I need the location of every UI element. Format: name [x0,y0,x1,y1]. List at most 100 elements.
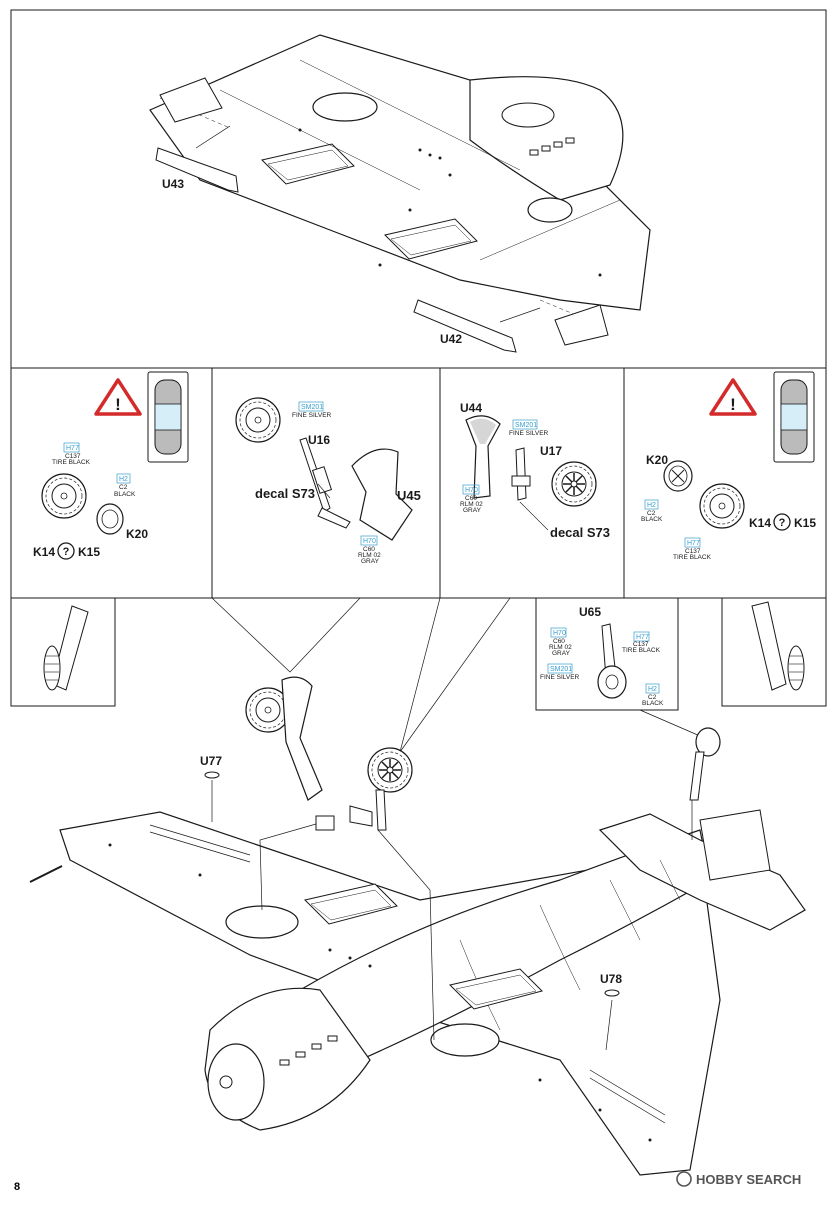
tailwheel-u65 [597,623,627,699]
paint-ref-tire-left: H77 C137 TIRE BLACK [52,442,91,466]
svg-text:?: ? [779,517,786,529]
tail-fin [699,809,771,881]
svg-text:C60: C60 [363,546,375,553]
svg-text:K14: K14 [33,545,55,559]
part-label-u43: U43 [162,177,184,191]
paint-ref-cover-right: H70 C60 RLM 02 GRAY [460,484,483,514]
svg-text:SM201: SM201 [301,404,323,411]
part-label-u42: U42 [440,332,462,346]
svg-text:C60: C60 [553,638,565,645]
wheel-u17-assembly [551,461,597,507]
wheel-choice-left: K14 ? K15 [33,542,100,560]
part-label-u44: U44 [460,401,482,415]
paint-ref-tire-right: H77 C137 TIRE BLACK [673,537,712,561]
svg-text:TIRE BLACK: TIRE BLACK [52,459,91,466]
svg-text:SM201: SM201 [550,666,572,673]
part-label-u65: U65 [579,605,601,619]
right-inset-strut-detail [751,601,805,691]
part-label-k20-left: K20 [126,527,148,541]
svg-text:K15: K15 [794,516,816,530]
warning-sign-right: ! [709,378,757,416]
horizontal-stabilizer [598,813,806,931]
cover-u45 [351,448,413,541]
paint-ref-cover-left: H70 C60 RLM 02 GRAY [358,535,381,565]
detail-inset-left [147,371,189,463]
middle-row-frame [10,367,827,599]
warning-mark-left: ! [115,395,121,414]
strut-u17 [511,447,531,501]
right-strut-panel: U44 U17 decal S73 SM201 FINE SILVER H70 … [460,401,610,540]
paint-ref-tail-hub: H2 C2 BLACK [642,683,664,707]
part-u78: U78 [600,972,622,997]
part-label-k20-right: K20 [646,453,668,467]
top-panel-airframe [149,34,651,346]
paint-ref-tail-tire: H77 C137 TIRE BLACK [622,631,661,654]
svg-text:H2: H2 [648,686,657,693]
part-label-u78: U78 [600,972,622,986]
warning-sign-left: ! [94,378,142,416]
cover-u44 [465,415,501,499]
svg-text:C137: C137 [65,453,81,460]
assembly-guide-lines [211,780,693,1051]
svg-text:SM201: SM201 [515,422,537,429]
part-label-u16: U16 [308,433,330,447]
main-wheel-right [699,483,745,529]
svg-text:C60: C60 [465,495,477,502]
svg-text:C137: C137 [685,548,701,555]
right-wheel-panel: ! K20 H2 C2 BLACK H77 C137 TIRE BLACK K1… [641,371,816,561]
wheel-u16-assembly [235,397,281,443]
svg-text:RLM 02: RLM 02 [460,501,483,508]
main-view-tailwheel [689,727,721,801]
part-label-u45: U45 [397,488,421,503]
svg-text:H70: H70 [465,487,478,494]
svg-text:C2: C2 [648,694,657,701]
svg-text:C2: C2 [647,510,656,517]
watermark-text: HOBBY SEARCH [696,1172,801,1187]
paint-ref-tail-strut: H70 C60 RLM 02 GRAY [549,627,572,657]
svg-text:GRAY: GRAY [463,507,482,514]
svg-text:FINE SILVER: FINE SILVER [540,674,580,681]
svg-text:RLM 02: RLM 02 [358,552,381,559]
part-label-u77: U77 [200,754,222,768]
paint-ref-strut-left: SM201 FINE SILVER [292,401,332,419]
svg-text:K14: K14 [749,516,771,530]
svg-text:FINE SILVER: FINE SILVER [509,430,549,437]
detail-inset-right [773,371,815,463]
paint-ref-hub-right: H2 C2 BLACK [641,499,663,523]
svg-text:C2: C2 [119,484,128,491]
svg-text:GRAY: GRAY [361,558,380,565]
svg-text:TIRE BLACK: TIRE BLACK [622,647,661,654]
part-u77: U77 [200,754,222,779]
svg-text:?: ? [63,546,70,558]
svg-text:K15: K15 [78,545,100,559]
decal-label-s73-left: decal S73 [255,486,315,501]
svg-text:FINE SILVER: FINE SILVER [292,412,332,419]
part-label-u17: U17 [540,444,562,458]
svg-text:BLACK: BLACK [114,491,136,498]
part-u42: U42 [413,299,541,353]
paint-ref-tail-fork: SM201 FINE SILVER [540,663,580,681]
warning-mark-right: ! [730,395,736,414]
watermark: HOBBY SEARCH [676,1171,801,1187]
svg-text:H2: H2 [647,502,656,509]
strut-u16 [299,437,351,529]
hub-k20-left [96,503,124,535]
part-u43: U43 [155,125,239,193]
main-wheel-left [41,473,87,519]
tailwheel-panel-frame [535,597,679,711]
tailwheel-panel: U65 H70 C60 RLM 02 GRAY H77 C137 TIRE BL… [540,605,664,707]
svg-text:C137: C137 [633,641,649,648]
left-strut-panel: U16 U45 decal S73 SM201 FINE SILVER H70 … [235,397,421,565]
main-airframe-underside [29,809,806,1176]
page-number: 8 [14,1181,20,1193]
right-inset-frame [721,597,827,707]
paint-ref-hub-left: H2 C2 BLACK [114,473,136,498]
svg-text:H77: H77 [687,540,700,547]
paint-ref-strut-right: SM201 FINE SILVER [509,419,549,437]
svg-text:RLM 02: RLM 02 [549,644,572,651]
svg-text:H70: H70 [553,630,566,637]
svg-text:BLACK: BLACK [641,516,663,523]
svg-text:H2: H2 [119,476,128,483]
